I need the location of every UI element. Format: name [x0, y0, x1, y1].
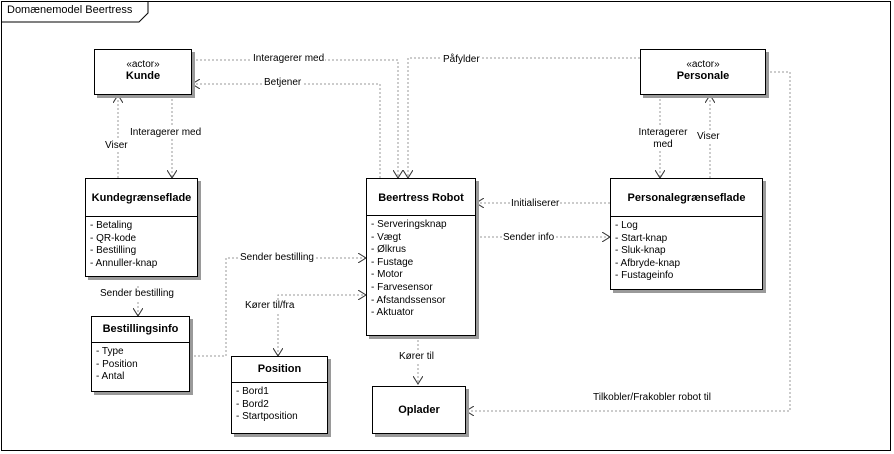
kundegraenseflade-name: Kundegrænseflade [91, 192, 192, 204]
kunde-name: Kunde [125, 70, 161, 82]
attribute: - Startposition [236, 411, 298, 423]
attribute: - Annuller-knap [90, 257, 158, 269]
attribute: - QR-kode [90, 232, 137, 244]
line-koerer-til-fra [277, 295, 366, 356]
kunde-stereotype: «actor» [126, 59, 160, 70]
frame-tab-outline [1, 1, 149, 23]
attribute: - Antal [96, 371, 125, 383]
label-sender-info: Sender info [502, 232, 556, 244]
label-kunde-interagerer: Interagerer med [129, 127, 203, 139]
attribute: - Aktuator [371, 307, 414, 319]
class-beertress-robot[interactable]: Beertress Robot - Serveringsknap - Vægt … [366, 178, 476, 336]
label-initialiserer: Initialiserer [510, 198, 561, 210]
kundegraenseflade-attributes: - Betaling - QR-kode - Bestilling - Annu… [86, 217, 197, 273]
kundegraenseflade-separator [86, 216, 197, 217]
personalegraenseflade-name: Personalegrænseflade [627, 192, 746, 204]
bestillingsinfo-name: Bestillingsinfo [102, 323, 179, 335]
attribute: - Log [615, 220, 638, 231]
label-interagerer-med: Interagerer med [252, 53, 326, 65]
class-kunde[interactable]: «actor» Kunde [94, 49, 192, 95]
class-oplader[interactable]: Oplader [372, 386, 466, 434]
class-bestillingsinfo[interactable]: Bestillingsinfo - Type - Position - Anta… [91, 316, 190, 392]
class-position[interactable]: Position - Bord1 - Bord2 - Startposition [231, 356, 328, 434]
personalegraenseflade-attributes: - Log - Start-knap - Sluk-knap - Afbryde… [611, 217, 762, 286]
attribute: - Betaling [90, 220, 133, 231]
attribute: - Bord1 [236, 386, 269, 397]
attribute: - Fustage [371, 256, 414, 268]
label-betjener: Betjener [263, 77, 303, 89]
attribute: - Farvesensor [371, 281, 433, 293]
line-betjener [192, 84, 381, 178]
label-sender-bestilling-2: Sender bestilling [239, 252, 315, 264]
label-koerer-til: Kører til [398, 351, 435, 363]
robot-separator [367, 215, 475, 216]
bestillingsinfo-attributes: - Type - Position - Antal [92, 343, 189, 387]
line-tilkobler [466, 71, 791, 411]
class-personalegraenseflade[interactable]: Personalegrænseflade - Log - Start-knap … [610, 178, 763, 290]
position-name: Position [257, 363, 302, 375]
attribute: - Afbryde-knap [615, 257, 681, 269]
attribute: - Start-knap [615, 232, 668, 244]
attribute: - Afstandssensor [371, 294, 446, 306]
robot-attributes: - Serveringsknap - Vægt - Ølkrus - Fusta… [367, 216, 475, 323]
position-separator [232, 382, 327, 383]
class-kundegraenseflade[interactable]: Kundegrænseflade - Betaling - QR-kode - … [85, 178, 198, 277]
label-sender-bestilling-1: Sender bestilling [99, 288, 175, 300]
label-viser-kunde: Viser [104, 140, 129, 152]
attribute: - Sluk-knap [615, 245, 666, 257]
label-paafylder: Påfylder [442, 54, 481, 66]
personale-stereotype: «actor» [686, 59, 720, 70]
attribute: - Bord2 [236, 398, 269, 410]
label-personale-interagerer: Interagerer med [632, 127, 694, 151]
attribute: - Bestilling [90, 245, 137, 257]
bestillingsinfo-separator [92, 342, 189, 343]
personale-name: Personale [676, 70, 730, 82]
line-paafylder [408, 57, 640, 178]
position-attributes: - Bord1 - Bord2 - Startposition [232, 383, 327, 427]
class-personale[interactable]: «actor» Personale [640, 49, 766, 95]
attribute: - Ølkrus [371, 244, 406, 256]
attribute: - Vægt [371, 231, 402, 243]
label-tilkobler: Tilkobler/Frakobler robot til [592, 392, 713, 404]
attribute: - Fustageinfo [615, 270, 674, 282]
attribute: - Type [96, 346, 124, 357]
attribute: - Position [96, 358, 138, 370]
attribute: - Motor [371, 269, 403, 281]
frame-title: Domænemodel Beertress [7, 4, 133, 16]
oplader-name: Oplader [398, 404, 440, 416]
personalegraenseflade-separator [611, 216, 762, 217]
label-koerer-til-fra: Kører til/fra [244, 300, 296, 312]
robot-name: Beertress Robot [378, 192, 464, 204]
label-viser-personale: Viser [696, 131, 721, 143]
attribute: - Serveringsknap [371, 219, 447, 230]
